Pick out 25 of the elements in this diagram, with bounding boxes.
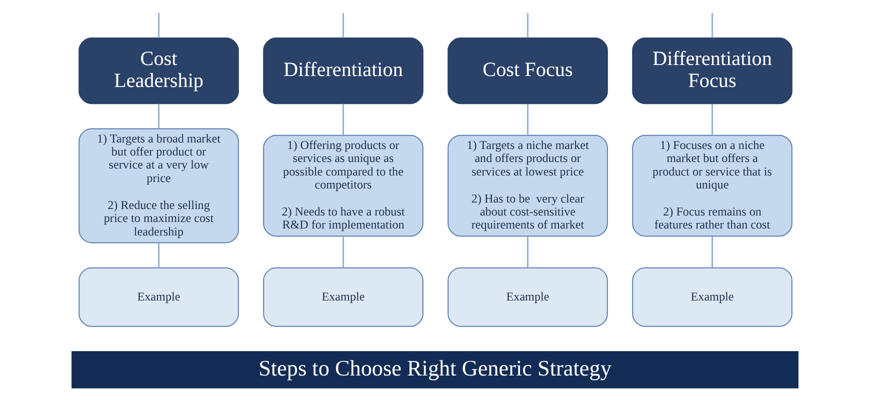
node-box: Cost Leadership [78,38,239,104]
connector [527,236,529,268]
connector [712,13,714,38]
node-box: 1) Targets a niche market and offers products or services at lowest price 2) Has to be very clear about cost-sensitive requirements of market [448,134,608,237]
connector [712,236,714,268]
node-box: 1) Targets a broad market but offer product or service at a very low price 2) Reduce the selling price to maximize cost leadership [78,128,239,244]
connector [342,104,344,136]
node-box: Example [632,267,792,327]
node-box: Steps to Choose Right Generic Strategy [72,351,798,388]
node-box: Example [78,267,239,327]
connector [158,104,160,128]
node-box: Example [448,267,608,327]
connector [158,242,160,268]
connector [527,13,529,38]
node-box: Differentiation [263,38,424,104]
node-box: Differentiation Focus [632,38,792,104]
connector [158,13,160,38]
node-box: 1) Focuses on a niche market but offers a product or service that is unique 2) Focus remains on features rather than cost [632,134,792,237]
connector [342,13,344,38]
connector [342,236,344,268]
connector [527,104,529,136]
node-box: Cost Focus [448,38,608,104]
node-box: Example [263,267,424,327]
connector [712,104,714,136]
node-box: 1) Offering products or services as unique as possible compared to the competitors 2) Needs to have a robust R&D for implementation [263,134,424,237]
